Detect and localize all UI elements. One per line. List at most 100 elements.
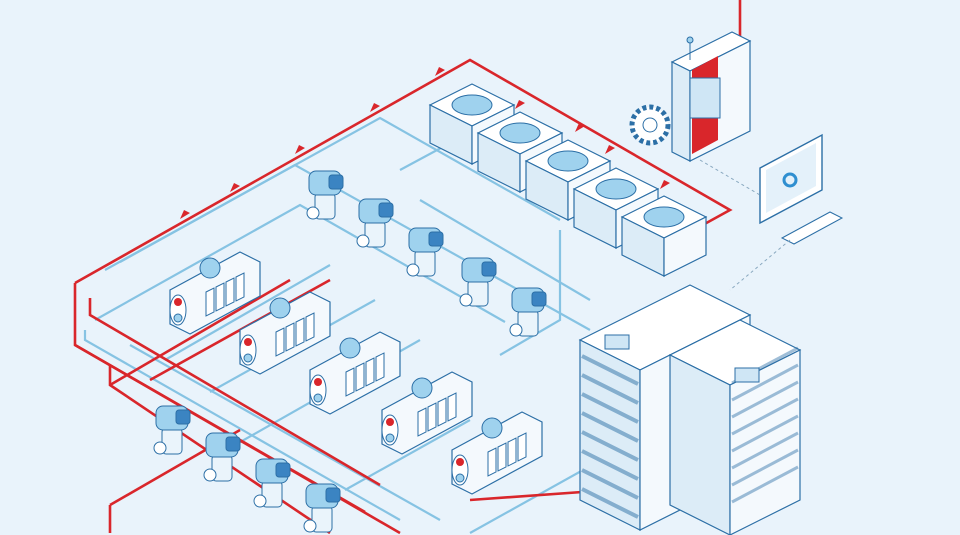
control-cabinet	[517, 432, 527, 462]
window-band	[581, 392, 639, 424]
box-side	[671, 61, 691, 162]
flow-arrow-icon	[180, 210, 190, 219]
pump	[406, 227, 444, 277]
pumps	[153, 170, 547, 533]
monitor-screen	[766, 143, 816, 213]
return-port	[313, 393, 323, 403]
chiller	[169, 251, 261, 335]
fan-icon	[547, 150, 589, 172]
control-cabinet	[345, 367, 355, 397]
return-pipe	[344, 419, 471, 491]
fan-icon	[595, 178, 637, 200]
control-cabinet	[275, 327, 285, 357]
window-band	[731, 431, 799, 470]
return-pipe	[499, 230, 562, 356]
pump	[153, 405, 191, 455]
pump-flange	[153, 441, 167, 455]
flow-arrow-icon	[370, 103, 380, 112]
flow-arrow-icon	[295, 145, 305, 154]
window-band	[581, 487, 639, 519]
pump	[356, 198, 394, 248]
control-cabinet	[437, 397, 447, 427]
controller-display	[689, 77, 721, 119]
fan-icon	[451, 94, 493, 116]
control-cabinet	[205, 287, 215, 317]
return-pipes	[83, 116, 691, 534]
pump-terminal	[428, 231, 444, 247]
return-pipe	[129, 344, 441, 521]
pump	[306, 170, 344, 220]
pump-terminal	[225, 436, 241, 452]
pump-terminal	[328, 174, 344, 190]
pump-flange	[406, 263, 420, 277]
chiller	[309, 331, 401, 415]
supply-port	[244, 338, 252, 346]
supply-pipe	[74, 58, 733, 285]
pump	[303, 483, 341, 533]
network-link	[729, 239, 791, 291]
control-cabinet	[417, 407, 427, 437]
return-pipe	[164, 264, 331, 361]
return-pipe	[83, 330, 401, 521]
flow-arrow-icon	[435, 67, 445, 76]
flow-arrow-icon	[230, 183, 240, 192]
pump-flange	[509, 323, 523, 337]
control-cabinet	[507, 437, 517, 467]
pump	[509, 287, 547, 337]
window-band	[581, 411, 639, 443]
pump-flange	[356, 234, 370, 248]
return-pipe	[94, 203, 506, 323]
window-band	[731, 380, 799, 419]
window-band	[731, 397, 799, 436]
control-cabinet	[375, 352, 385, 382]
window-band	[731, 465, 799, 504]
supply-port	[314, 378, 322, 386]
return-pipe	[419, 199, 591, 301]
flow-arrow-icon	[660, 180, 670, 189]
control-cabinet	[487, 447, 497, 477]
return-port	[455, 473, 465, 483]
return-port	[243, 353, 253, 363]
window-band	[731, 448, 799, 487]
supply-port	[174, 298, 182, 306]
control-cabinet	[365, 357, 375, 387]
flow-arrow-icon	[515, 100, 525, 109]
gear-hub	[642, 117, 658, 133]
pump-flange	[306, 206, 320, 220]
control-cabinet	[235, 272, 245, 302]
control-cabinet	[215, 282, 225, 312]
chiller-shell	[169, 251, 261, 335]
flow-arrow-icon	[605, 145, 615, 154]
box-front	[663, 216, 707, 277]
pump-flange	[303, 519, 317, 533]
chiller-shell	[309, 331, 401, 415]
cooling-tower	[620, 195, 708, 277]
window-band	[581, 430, 639, 462]
window-band	[581, 468, 639, 500]
building	[578, 284, 802, 535]
computer-workstation	[699, 133, 844, 291]
cooling-towers	[428, 83, 708, 277]
control-cabinet	[447, 392, 457, 422]
pump-terminal	[325, 487, 341, 503]
pump-flange	[203, 468, 217, 482]
chillers	[169, 251, 543, 495]
return-port	[173, 313, 183, 323]
pump-terminal	[275, 462, 291, 478]
box-side	[669, 354, 731, 535]
return-port	[385, 433, 395, 443]
compressor	[199, 257, 221, 279]
chiller-shell	[381, 371, 473, 455]
compressor	[339, 337, 361, 359]
pump	[459, 257, 497, 307]
pump-terminal	[481, 261, 497, 277]
control-cabinet	[355, 362, 365, 392]
rooftop-unit	[604, 334, 630, 350]
pump	[253, 458, 291, 508]
compressor	[411, 377, 433, 399]
flow-arrow-icon	[575, 123, 585, 132]
supply-pipe	[88, 298, 381, 487]
pump-flange	[253, 494, 267, 508]
